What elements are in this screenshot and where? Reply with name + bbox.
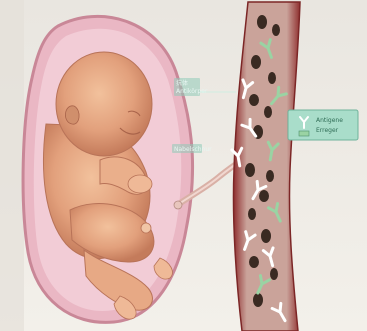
red-blood-cell (272, 24, 280, 36)
label-box-right: Antigene Erreger (288, 110, 358, 140)
red-blood-cell (257, 15, 267, 29)
red-blood-cell (266, 170, 274, 182)
red-blood-cell (248, 208, 256, 220)
red-blood-cell (261, 229, 271, 243)
red-blood-cell (249, 94, 259, 106)
red-blood-cell (251, 55, 261, 69)
left-margin-strip (0, 0, 24, 331)
label-antibody-line2: Antikörper (176, 88, 208, 95)
label-umbilical-text: Nabelschnur (174, 146, 212, 153)
red-blood-cell (270, 268, 278, 280)
label-right-antigen-icon (299, 131, 309, 136)
red-blood-cell (253, 293, 263, 307)
label-right-line2: Erreger (316, 127, 339, 134)
red-blood-cell (264, 106, 272, 118)
red-blood-cell (259, 190, 269, 202)
red-blood-cell (268, 72, 276, 84)
red-blood-cell (245, 163, 255, 177)
label-umbilical: Nabelschnur (172, 144, 212, 153)
label-right-line1: Antigene (316, 117, 343, 124)
red-blood-cell (249, 256, 259, 268)
cord-junction (174, 201, 182, 209)
label-antibody-line1: 抗体 (176, 79, 188, 87)
